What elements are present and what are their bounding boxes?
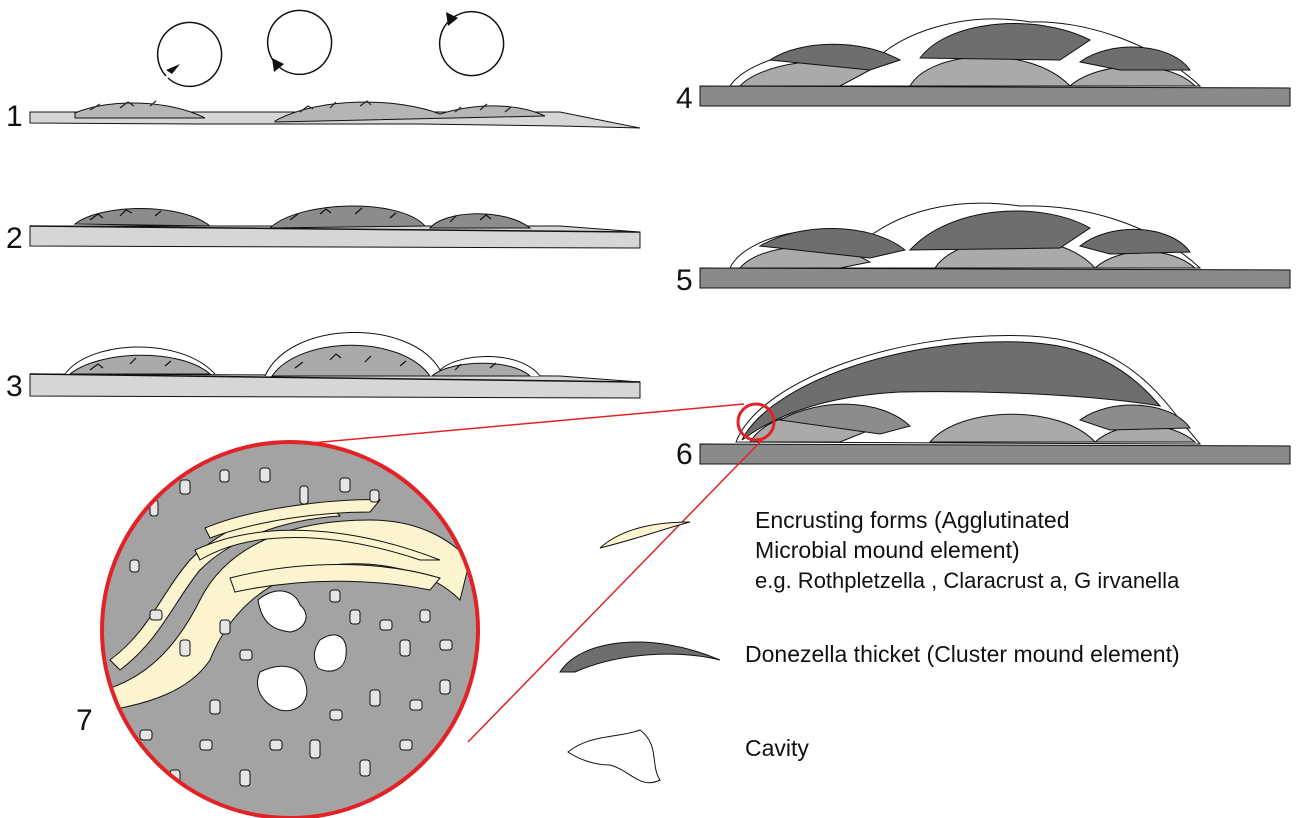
encrusting-swatch bbox=[600, 522, 690, 548]
legend-encrusting-line2: Microbial mound element) bbox=[755, 537, 1020, 563]
stage-number-4: 4 bbox=[676, 82, 693, 115]
legend-donezella: Donezella thicket (Cluster mound element… bbox=[745, 641, 1180, 667]
donezella-swatch bbox=[560, 642, 720, 672]
stage-number-3: 3 bbox=[6, 370, 23, 403]
legend-item-cavity: Cavity bbox=[568, 730, 809, 783]
stage-number-7: 7 bbox=[76, 704, 93, 737]
stage-6 bbox=[700, 336, 1290, 464]
rotation-arrow-icon bbox=[440, 12, 504, 76]
legend-encrusting-line1: Encrusting forms (Agglutinated bbox=[755, 507, 1070, 533]
legend-item-encrusting: Encrusting forms (Agglutinated Microbial… bbox=[600, 507, 1180, 593]
stage-number-2: 2 bbox=[6, 222, 23, 255]
legend: Encrusting forms (Agglutinated Microbial… bbox=[560, 507, 1180, 783]
stage-3 bbox=[30, 332, 640, 398]
stage-1 bbox=[30, 101, 640, 128]
legend-encrusting-line3: e.g. Rothpletzella , Claracrust a, G irv… bbox=[755, 568, 1180, 593]
stage-4 bbox=[700, 19, 1290, 106]
zoom-circle bbox=[96, 442, 478, 818]
rotation-arrow-icon bbox=[268, 10, 332, 74]
stage-2 bbox=[30, 206, 640, 248]
rotation-arrow-icon bbox=[158, 22, 222, 86]
stage-5 bbox=[700, 203, 1290, 288]
legend-cavity: Cavity bbox=[745, 735, 809, 761]
legend-item-donezella: Donezella thicket (Cluster mound element… bbox=[560, 641, 1180, 672]
stage-number-1: 1 bbox=[6, 100, 23, 133]
cavity-swatch bbox=[568, 730, 660, 783]
stage-number-6: 6 bbox=[676, 438, 693, 471]
circulation-arrows bbox=[158, 10, 504, 86]
stage-number-5: 5 bbox=[676, 264, 693, 297]
